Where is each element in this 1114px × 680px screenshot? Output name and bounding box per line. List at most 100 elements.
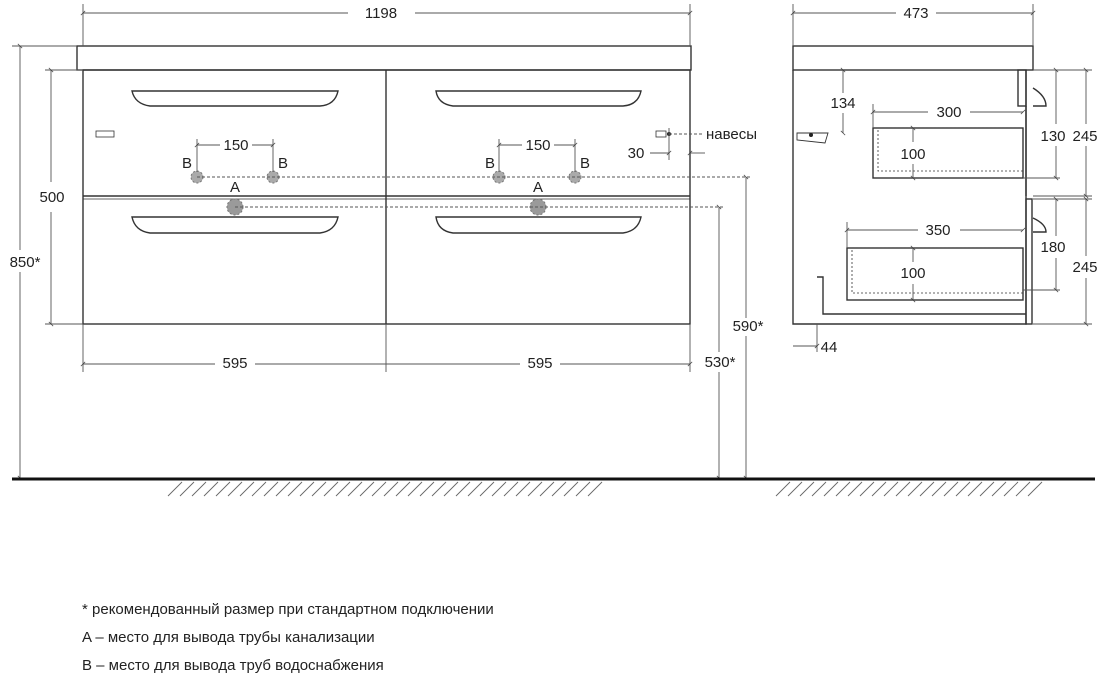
upper-section-height-label: 245 <box>1072 128 1097 145</box>
hatch-stroke <box>527 481 543 497</box>
upper-front <box>1017 69 1027 107</box>
pipe-spacing-left-label: 150 <box>223 137 248 154</box>
hatch-stroke <box>311 481 327 497</box>
hatch-stroke <box>467 481 483 497</box>
lower-drawer-depth-label: 350 <box>925 222 950 239</box>
pipe-spacing-right-label: 150 <box>525 137 550 154</box>
hatch-stroke <box>203 481 219 497</box>
hatch-stroke <box>787 481 803 497</box>
hatch-stroke <box>323 481 339 497</box>
hatch-stroke <box>179 481 195 497</box>
water-height-label: 590* <box>733 318 764 335</box>
depth-label: 473 <box>903 5 928 22</box>
lower-section-height-label: 245 <box>1072 259 1097 276</box>
hatch-stroke <box>551 481 567 497</box>
side-body <box>792 70 1027 325</box>
hatch-stroke <box>871 481 887 497</box>
side-countertop <box>792 45 1034 71</box>
hatch-stroke <box>883 481 899 497</box>
hanger-offset-label: 30 <box>628 145 645 162</box>
water-label: B <box>485 155 495 172</box>
hanger-label: навесы <box>706 126 757 143</box>
hanger-mark-right <box>655 130 667 138</box>
hatch-stroke <box>835 481 851 497</box>
hatch-stroke <box>503 481 519 497</box>
hatch-stroke <box>167 481 183 497</box>
handle-upper-right <box>435 90 642 107</box>
hatch-stroke <box>215 481 231 497</box>
water-label: B <box>182 155 192 172</box>
lower-front-height-label: 180 <box>1040 239 1065 256</box>
hatch-stroke <box>587 481 603 497</box>
side-dimension-lines <box>790 4 1092 352</box>
upper-drawer-height-label: 100 <box>900 146 925 163</box>
hatch-stroke <box>227 481 243 497</box>
hatch-stroke <box>919 481 935 497</box>
hatch-stroke <box>895 481 911 497</box>
hatch-stroke <box>395 481 411 497</box>
hatch-stroke <box>383 481 399 497</box>
hatch-stroke <box>515 481 531 497</box>
hatch-stroke <box>563 481 579 497</box>
front-dimension-labels: 1198 500 850* 595 595 150 150 B B B B A … <box>10 5 764 372</box>
top-offset-label: 134 <box>830 95 855 112</box>
hatch-stroke <box>407 481 423 497</box>
side-view <box>792 45 1047 325</box>
water-label: B <box>580 155 590 172</box>
total-height-label: 850* <box>10 254 41 271</box>
lower-handle-profile <box>1032 217 1047 233</box>
overall-width-label: 1198 <box>365 5 397 22</box>
note-recommended: * рекомендованный размер при стандартном… <box>82 601 494 618</box>
hatch-stroke <box>335 481 351 497</box>
hatch-stroke <box>1027 481 1043 497</box>
drain-label: A <box>230 179 240 196</box>
upper-front-height-label: 130 <box>1040 128 1065 145</box>
front-view <box>76 45 692 325</box>
wall-bracket <box>796 132 829 144</box>
pipe-outlets <box>190 132 671 216</box>
hatch-stroke <box>251 481 267 497</box>
hatch-stroke <box>539 481 555 497</box>
note-drain: A – место для вывода трубы канализации <box>82 629 375 646</box>
hatch-stroke <box>299 481 315 497</box>
hatch-stroke <box>359 481 375 497</box>
hatch-stroke <box>799 481 815 497</box>
hatch-stroke <box>811 481 827 497</box>
hatch-stroke <box>967 481 983 497</box>
hatch-stroke <box>1015 481 1031 497</box>
drain-height-label: 530* <box>705 354 736 371</box>
cabinet-height-label: 500 <box>39 189 64 206</box>
floor <box>12 477 1095 497</box>
hatch-stroke <box>491 481 507 497</box>
notes: * рекомендованный размер при стандартном… <box>82 596 494 680</box>
hatch-stroke <box>859 481 875 497</box>
hatch-stroke <box>431 481 447 497</box>
lower-drawer-height-label: 100 <box>900 265 925 282</box>
note-water: B – место для вывода труб водоснабжения <box>82 657 384 674</box>
hatch-stroke <box>347 481 363 497</box>
back-gap-label: 44 <box>821 339 838 356</box>
hatch-stroke <box>371 481 387 497</box>
hatch-stroke <box>979 481 995 497</box>
floor-hatch-side <box>775 481 1043 497</box>
hatch-stroke <box>847 481 863 497</box>
hatch-stroke <box>191 481 207 497</box>
handle-lower-left <box>131 216 339 234</box>
front-dimension-lines <box>12 4 752 481</box>
side-dimension-labels: 473 134 300 100 350 100 130 245 180 245 … <box>821 5 1098 356</box>
hanger-mark-left <box>95 130 115 138</box>
lower-front <box>1025 198 1033 325</box>
hatch-stroke <box>931 481 947 497</box>
hatch-stroke <box>443 481 459 497</box>
upper-handle-profile <box>1032 87 1047 107</box>
hatch-stroke <box>823 481 839 497</box>
hatch-stroke <box>239 481 255 497</box>
hatch-stroke <box>287 481 303 497</box>
countertop <box>76 45 692 71</box>
handle-lower-right <box>435 216 642 234</box>
hatch-stroke <box>1003 481 1019 497</box>
upper-drawer-depth-label: 300 <box>936 104 961 121</box>
hatch-stroke <box>455 481 471 497</box>
lower-drawer-box <box>846 247 1024 301</box>
